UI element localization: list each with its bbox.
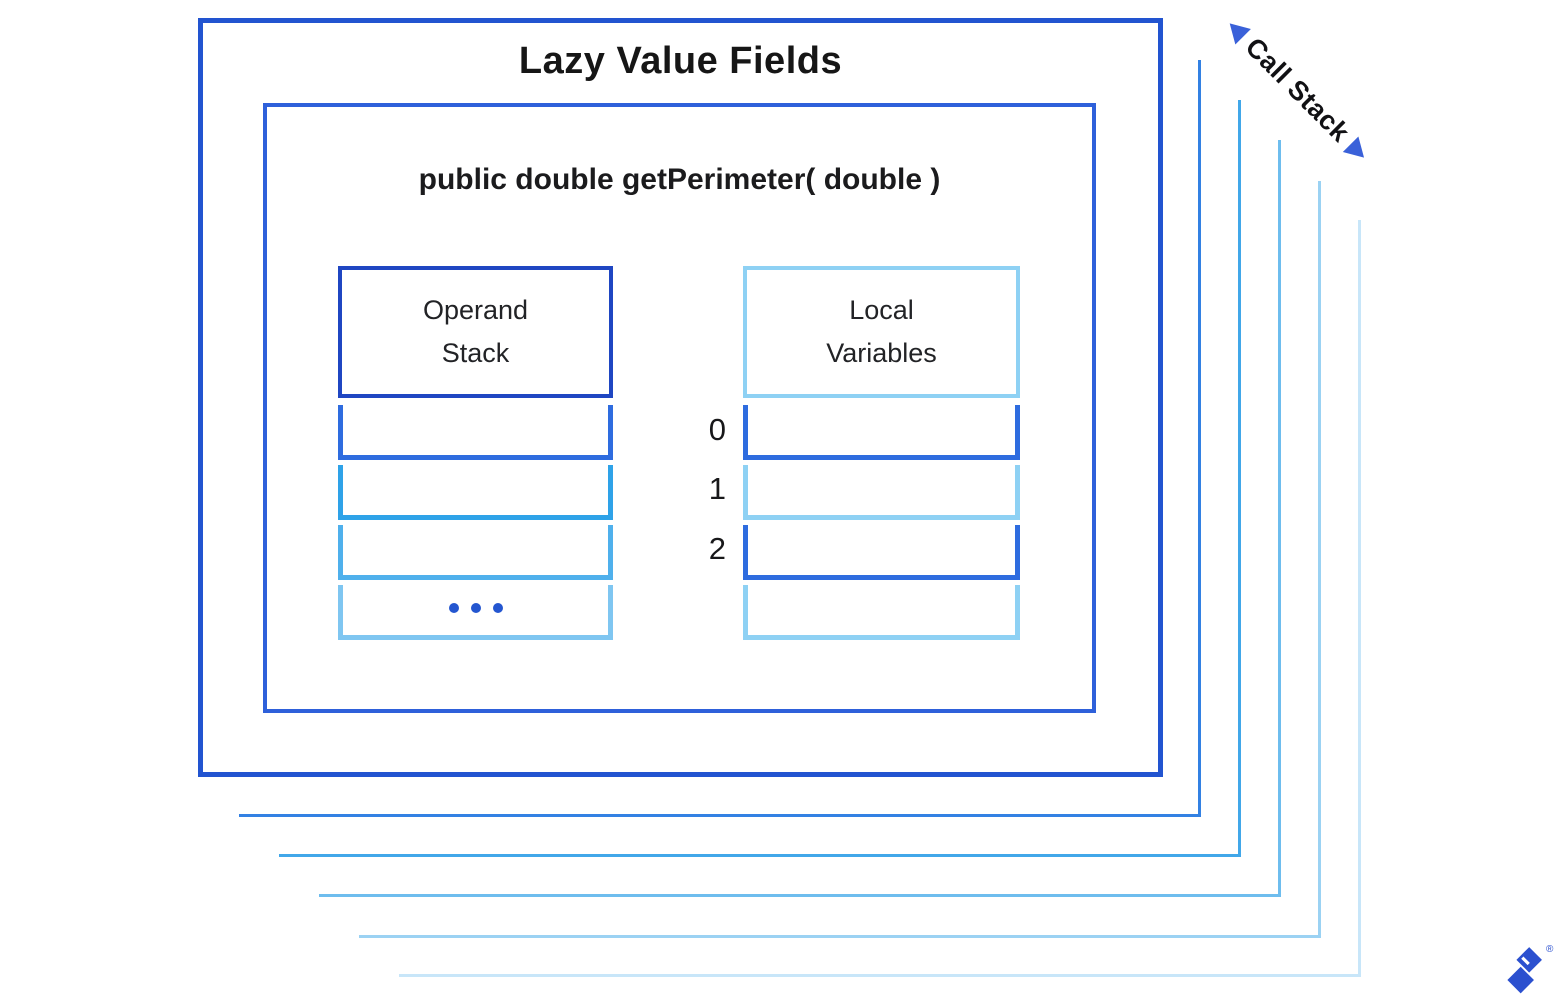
operand-stack-label: Operand Stack bbox=[422, 294, 529, 368]
call-stack-frame-line-1 bbox=[239, 60, 1201, 817]
local-variable-slot-1 bbox=[743, 465, 1020, 520]
call-stack-label: Call Stack bbox=[1239, 31, 1356, 148]
arrow-up-left-icon bbox=[1222, 15, 1252, 45]
local-variables-label: Local Variables bbox=[826, 294, 937, 368]
local-variable-index-1: 1 bbox=[708, 471, 726, 506]
stack-ellipsis-icon bbox=[338, 603, 613, 613]
dot-icon bbox=[448, 603, 459, 613]
local-variable-index-2: 2 bbox=[708, 531, 726, 566]
toptal-logo: ® bbox=[1505, 944, 1558, 998]
operand-stack-slot-1 bbox=[338, 405, 613, 460]
toptal-logo-icon bbox=[1505, 947, 1542, 996]
method-frame-box bbox=[263, 103, 1096, 713]
call-stack-frame-line-5 bbox=[399, 220, 1361, 977]
dot-icon bbox=[492, 603, 503, 613]
operand-stack-slot-3 bbox=[338, 525, 613, 580]
operand-stack-slot-4 bbox=[338, 585, 613, 640]
dot-icon bbox=[470, 603, 481, 613]
local-variable-slot-2 bbox=[743, 525, 1020, 580]
local-variable-slot-3 bbox=[743, 585, 1020, 640]
call-stack-frame-line-2 bbox=[279, 100, 1241, 857]
local-variable-slot-0 bbox=[743, 405, 1020, 460]
local-variables-header-box: Local Variables bbox=[743, 266, 1020, 398]
operand-stack-slot-2 bbox=[338, 465, 613, 520]
method-signature: public double getPerimeter( double ) bbox=[418, 163, 941, 196]
local-variable-index-0: 0 bbox=[708, 412, 726, 447]
lazy-value-fields-title: Lazy Value Fields bbox=[518, 40, 843, 82]
operand-stack-header-box: Operand Stack bbox=[338, 266, 613, 398]
call-stack-frame-line-3 bbox=[319, 140, 1281, 897]
arrow-down-right-icon bbox=[1343, 136, 1373, 166]
registered-trademark: ® bbox=[1546, 944, 1554, 955]
call-stack-frame-line-4 bbox=[359, 181, 1321, 938]
